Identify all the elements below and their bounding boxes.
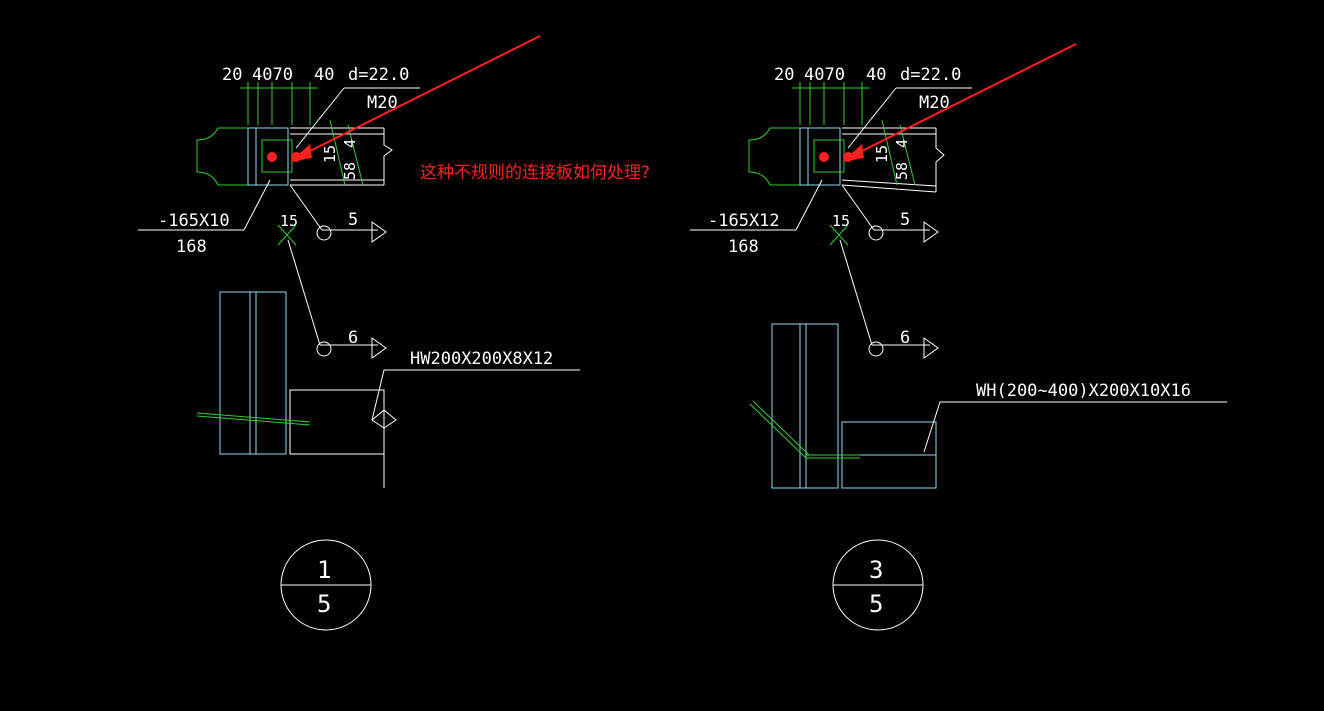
detail-3: 20 4070 40 d=22.0 M20 15 xyxy=(690,65,1227,631)
section-label: HW200X200X8X12 xyxy=(410,349,553,369)
connection-elevation xyxy=(749,323,937,489)
plate-length: 168 xyxy=(728,237,759,257)
symbol-top: 1 xyxy=(317,556,331,584)
plate-spec: -165X10 xyxy=(158,211,230,231)
bolt-grade: M20 xyxy=(919,93,950,113)
dim-20: 20 xyxy=(222,65,242,85)
fillet-size: 15 xyxy=(832,212,850,230)
bolt-marker-icon xyxy=(819,152,829,162)
plate-spec: -165X12 xyxy=(708,211,780,231)
bolt-grade: M20 xyxy=(367,93,398,113)
dim-40: 40 xyxy=(866,65,886,85)
connection-elevation xyxy=(196,291,397,488)
weld-size: 5 xyxy=(348,210,358,230)
arrow-line xyxy=(299,35,541,157)
svg-text:58: 58 xyxy=(893,162,911,180)
arrow-line xyxy=(851,43,1077,157)
plate-length: 168 xyxy=(176,237,207,257)
svg-text:58: 58 xyxy=(341,162,359,180)
bolt-spec: d=22.0 xyxy=(348,65,409,85)
svg-text:4: 4 xyxy=(893,139,911,148)
symbol-bottom: 5 xyxy=(869,590,883,618)
connection-plan: 15 4 58 xyxy=(196,119,393,186)
svg-text:15: 15 xyxy=(873,145,891,163)
connection-plan: 15 4 58 xyxy=(748,119,945,193)
dimension-lines xyxy=(240,82,420,149)
dim-4070: 4070 xyxy=(252,65,293,85)
svg-text:4: 4 xyxy=(341,139,359,148)
symbol-top: 3 xyxy=(869,556,883,584)
detail-symbol-3: 3 5 xyxy=(832,539,924,631)
weld-size: 5 xyxy=(900,210,910,230)
section-label: WH(200~400)X200X10X16 xyxy=(976,381,1191,401)
detail-symbol-1: 1 5 xyxy=(280,539,372,631)
dimension-lines xyxy=(792,82,972,149)
detail-1: 20 4070 40 d=22.0 M20 xyxy=(138,65,580,631)
svg-text:15: 15 xyxy=(321,145,339,163)
dim-4070: 4070 xyxy=(804,65,845,85)
arrow-head-icon xyxy=(290,144,312,162)
red-arrow-annotations xyxy=(290,35,1077,162)
question-note: 这种不规则的连接板如何处理? xyxy=(420,163,650,183)
bolt-spec: d=22.0 xyxy=(900,65,961,85)
dim-20: 20 xyxy=(774,65,794,85)
symbol-bottom: 5 xyxy=(317,590,331,618)
fillet-size: 15 xyxy=(280,212,298,230)
bolt-marker-icon xyxy=(267,152,277,162)
dim-40: 40 xyxy=(314,65,334,85)
weld-size-2: 6 xyxy=(900,328,910,348)
arrow-head-icon xyxy=(842,144,864,162)
weld-size-2: 6 xyxy=(348,328,358,348)
